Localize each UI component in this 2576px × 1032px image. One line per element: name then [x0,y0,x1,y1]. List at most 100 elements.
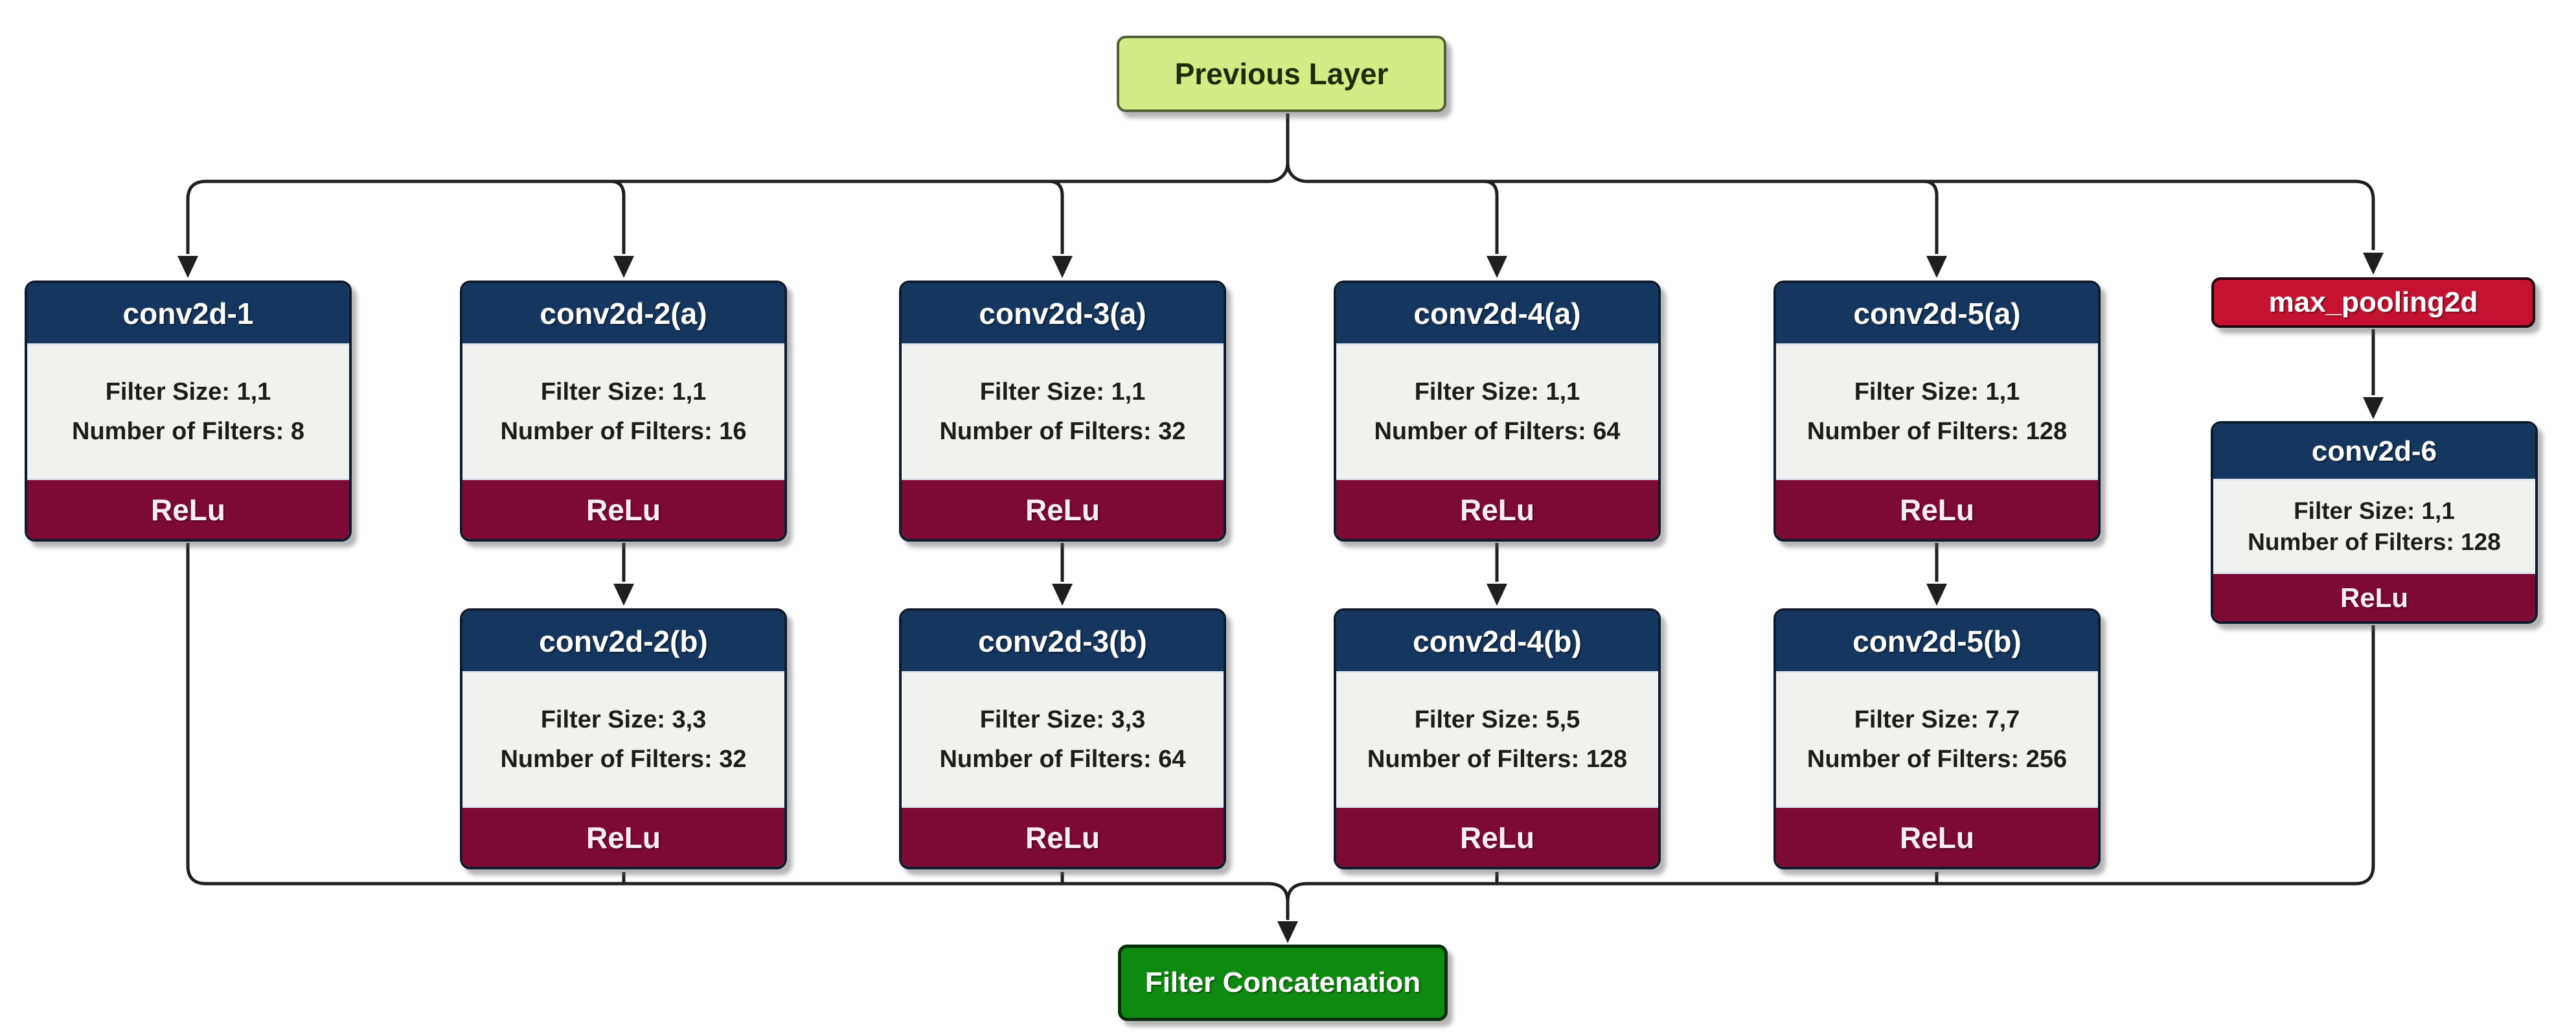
num-filters-line: Number of Filters: 32 [500,746,746,774]
activation-label: ReLu [1336,806,1658,867]
node-conv2d-5b: conv2d-5(b) Filter Size: 7,7 Number of F… [1773,608,2101,869]
num-filters-line: Number of Filters: 16 [500,418,746,446]
num-filters-value: 128 [1586,745,1628,773]
node-params: Filter Size: 1,1 Number of Filters: 8 [27,345,349,478]
filter-size-label: Filter Size: [979,378,1104,406]
node-params: Filter Size: 1,1 Number of Filters: 128 [2213,481,2535,572]
activation-label: ReLu [462,478,784,539]
filter-size-value: 1,1 [1545,378,1580,406]
node-conv2d-3a: conv2d-3(a) Filter Size: 1,1 Number of F… [899,281,1226,542]
num-filters-line: Number of Filters: 128 [1367,746,1627,774]
filter-size-label: Filter Size: [1414,378,1539,406]
node-title: conv2d-4(b) [1336,611,1658,673]
num-filters-label: Number of Filters: [2248,528,2454,555]
filter-size-label: Filter Size: [979,705,1104,733]
num-filters-label: Number of Filters: [939,417,1152,445]
num-filters-value: 16 [719,417,747,445]
node-params: Filter Size: 5,5 Number of Filters: 128 [1336,673,1658,806]
filter-size-value: 1,1 [672,378,707,406]
previous-layer-label: Previous Layer [1174,57,1389,91]
activation-label: ReLu [2213,572,2535,621]
num-filters-label: Number of Filters: [1807,417,2020,445]
node-params: Filter Size: 1,1 Number of Filters: 64 [1336,345,1658,478]
filter-concatenation-label: Filter Concatenation [1145,967,1421,998]
node-title: conv2d-2(b) [462,611,784,673]
num-filters-line: Number of Filters: 128 [1807,418,2067,446]
node-conv2d-4a: conv2d-4(a) Filter Size: 1,1 Number of F… [1334,281,1661,542]
activation-label: ReLu [902,806,1224,867]
filter-size-line: Filter Size: 5,5 [1415,706,1580,734]
num-filters-value: 64 [1593,417,1621,445]
node-conv2d-2b: conv2d-2(b) Filter Size: 3,3 Number of F… [460,608,787,869]
filter-size-value: 3,3 [672,705,707,733]
filter-size-label: Filter Size: [540,378,665,406]
num-filters-line: Number of Filters: 64 [939,746,1185,774]
filter-size-label: Filter Size: [105,378,230,406]
num-filters-label: Number of Filters: [939,745,1152,773]
node-title: conv2d-3(b) [902,611,1224,673]
node-title: conv2d-3(a) [902,283,1224,345]
activation-label: ReLu [1336,478,1658,539]
num-filters-value: 128 [2025,417,2068,445]
max-pooling-label: max_pooling2d [2268,286,2478,318]
node-previous-layer: Previous Layer [1117,36,1446,112]
node-params: Filter Size: 3,3 Number of Filters: 64 [902,673,1224,806]
num-filters-line: Number of Filters: 256 [1807,746,2067,774]
num-filters-value: 32 [719,745,747,773]
filter-size-value: 7,7 [1985,705,2020,733]
node-title: conv2d-5(a) [1776,283,2098,345]
filter-size-line: Filter Size: 1,1 [2294,498,2455,525]
num-filters-label: Number of Filters: [500,745,712,773]
num-filters-value: 256 [2025,745,2068,773]
node-title: conv2d-1 [27,283,349,345]
filter-size-line: Filter Size: 1,1 [541,378,707,406]
filter-size-value: 3,3 [1111,705,1146,733]
num-filters-label: Number of Filters: [1374,417,1586,445]
node-params: Filter Size: 1,1 Number of Filters: 32 [902,345,1224,478]
num-filters-line: Number of Filters: 64 [1374,418,1620,446]
filter-size-line: Filter Size: 7,7 [1854,706,2020,734]
node-conv2d-5a: conv2d-5(a) Filter Size: 1,1 Number of F… [1773,281,2101,542]
node-conv2d-1: conv2d-1 Filter Size: 1,1 Number of Filt… [25,281,352,542]
node-conv2d-6: conv2d-6 Filter Size: 1,1 Number of Filt… [2211,421,2538,624]
node-title: conv2d-4(a) [1336,283,1658,345]
activation-label: ReLu [1776,806,2098,867]
filter-size-line: Filter Size: 1,1 [106,378,271,406]
num-filters-label: Number of Filters: [1367,745,1580,773]
node-params: Filter Size: 1,1 Number of Filters: 128 [1776,345,2098,478]
node-conv2d-3b: conv2d-3(b) Filter Size: 3,3 Number of F… [899,608,1226,869]
num-filters-value: 64 [1158,745,1186,773]
filter-size-line: Filter Size: 3,3 [980,706,1146,734]
filter-size-line: Filter Size: 1,1 [1415,378,1580,406]
num-filters-label: Number of Filters: [500,417,712,445]
num-filters-value: 8 [290,417,304,445]
node-params: Filter Size: 1,1 Number of Filters: 16 [462,345,784,478]
node-conv2d-4b: conv2d-4(b) Filter Size: 5,5 Number of F… [1334,608,1661,869]
num-filters-label: Number of Filters: [72,417,284,445]
num-filters-line: Number of Filters: 32 [939,418,1185,446]
num-filters-value: 128 [2461,528,2501,555]
num-filters-line: Number of Filters: 8 [72,418,304,446]
filter-size-value: 1,1 [1985,378,2020,406]
filter-size-label: Filter Size: [1414,705,1539,733]
filter-size-label: Filter Size: [540,705,665,733]
filter-size-label: Filter Size: [1854,705,1979,733]
filter-size-line: Filter Size: 3,3 [541,706,707,734]
num-filters-value: 32 [1158,417,1186,445]
activation-label: ReLu [1776,478,2098,539]
filter-size-line: Filter Size: 1,1 [980,378,1146,406]
node-conv2d-2a: conv2d-2(a) Filter Size: 1,1 Number of F… [460,281,787,542]
node-params: Filter Size: 3,3 Number of Filters: 32 [462,673,784,806]
filter-size-value: 1,1 [2421,497,2455,524]
activation-label: ReLu [902,478,1224,539]
node-params: Filter Size: 7,7 Number of Filters: 256 [1776,673,2098,806]
filter-size-label: Filter Size: [2294,497,2415,524]
filter-size-value: 5,5 [1545,705,1580,733]
node-filter-concatenation: Filter Concatenation [1118,945,1448,1021]
node-title: conv2d-5(b) [1776,611,2098,673]
activation-label: ReLu [462,806,784,867]
node-title: conv2d-6 [2213,424,2535,481]
filter-size-value: 1,1 [1111,378,1146,406]
